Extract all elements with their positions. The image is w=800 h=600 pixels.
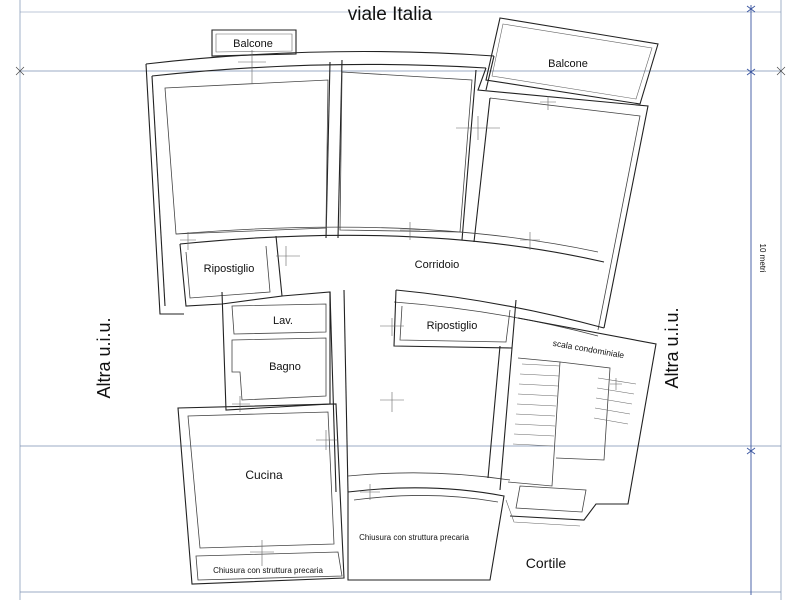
closure-left-label: Chiusura con struttura precaria [213,566,323,575]
laundry-label: Lav. [273,315,293,327]
bathroom-label: Bagno [269,361,301,373]
courtyard-label: Cortile [526,555,567,571]
other-unit-left-label: Altra u.i.u. [94,317,114,398]
balcony-right-label: Balcone [548,58,588,70]
balcony-left-label: Balcone [233,38,273,50]
storage-right-label: Ripostiglio [427,320,478,332]
apartment-walls [145,50,649,585]
other-unit-right-label: Altra u.i.u. [662,307,682,388]
corridor-label: Corridoio [415,259,460,271]
closure-center-label: Chiusura con struttura precaria [359,533,469,542]
scale-bar [746,5,756,595]
sheet-frame [15,0,786,600]
balcony-left [211,29,297,57]
storage-left-label: Ripostiglio [204,263,255,275]
stairs-label: scala condominiale [552,338,625,360]
balcony-right [485,17,659,105]
scale-label: 10 metri [758,244,767,273]
grid-marks [180,50,622,566]
kitchen-label: Cucina [245,468,283,482]
street-label: viale Italia [348,4,433,25]
stairwell [505,317,657,527]
